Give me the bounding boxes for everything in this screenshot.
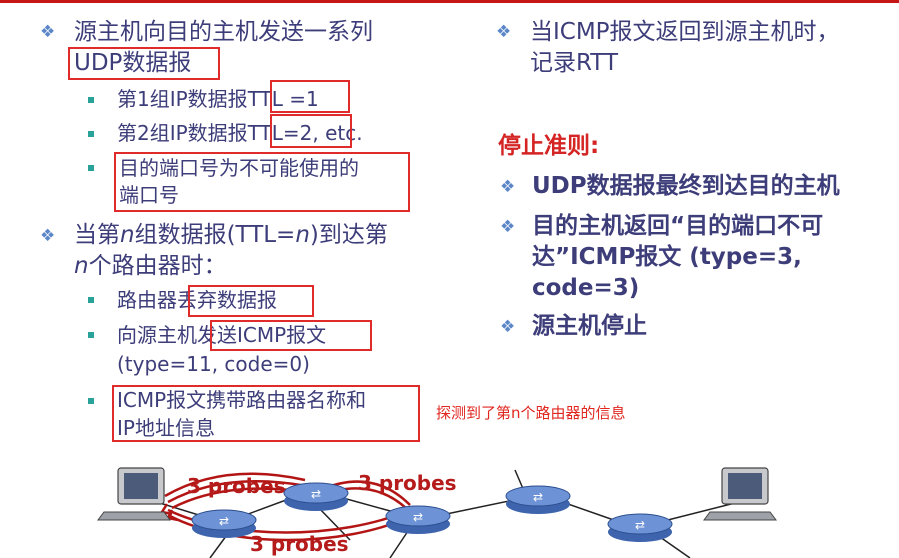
top-accent-line	[0, 0, 899, 3]
stop-udp-arrives: UDP数据报最终到达目的主机	[532, 173, 840, 199]
diamond-bullet-icon: ❖	[500, 177, 516, 197]
router-icon: ⇄	[283, 482, 349, 511]
sub-discard-value: 丢弃数据报	[177, 288, 277, 312]
stop-port-unreachable-line1: 目的主机返回“目的端口不可	[532, 213, 824, 239]
sub-icmp-info-line1: ICMP报文携带路由器名称和	[117, 388, 367, 412]
square-bullet-icon	[88, 97, 94, 103]
square-bullet-icon	[88, 165, 94, 171]
router-icon: ⇄	[191, 509, 257, 538]
diamond-bullet-icon: ❖	[40, 226, 56, 246]
svg-text:⇄: ⇄	[533, 490, 543, 504]
sub-port-line1: 目的端口号为不可能使用的	[119, 156, 359, 180]
stop-criteria-title: 停止准则:	[498, 133, 600, 159]
sub-icmp-info-line2: IP地址信息	[117, 416, 215, 440]
stop-source-stops: 源主机停止	[532, 313, 647, 339]
highlight-box-ttl2	[270, 114, 352, 148]
svg-text:⇄: ⇄	[311, 487, 321, 501]
text-fragment: 组数据报(TTL=	[134, 222, 296, 248]
router-icon: ⇄	[385, 505, 451, 534]
svg-text:⇄: ⇄	[635, 518, 645, 532]
text-n: n	[120, 222, 135, 248]
bullet-send-udp-line1: 源主机向目的主机发送一系列	[74, 19, 373, 45]
sub-port-line2: 端口号	[119, 183, 179, 207]
bullet-nth-router-line2: n个路由器时：	[74, 251, 227, 282]
probe-label-1: 3 probes	[187, 474, 286, 498]
sub-ttl1-value: TTL =1	[247, 87, 319, 111]
diamond-bullet-icon: ❖	[496, 22, 512, 42]
sub-ttl1-prefix: 第1组IP数据报	[117, 87, 248, 111]
diamond-bullet-icon: ❖	[500, 317, 516, 337]
sub-ttl1: 第1组IP数据报TTL =1	[117, 86, 319, 113]
diamond-bullet-icon: ❖	[40, 22, 56, 42]
svg-text:⇄: ⇄	[413, 510, 423, 524]
probe-label-2: 3 probes	[358, 471, 457, 495]
bullet-nth-router-line1: 当第n组数据报(TTL=n)到达第	[74, 220, 388, 251]
sub-discard-prefix: 路由器	[117, 288, 177, 312]
sub-send-icmp: 向源主机发送ICMP报文	[117, 322, 326, 349]
highlight-box-ttl1	[270, 80, 350, 113]
highlight-box-discard	[188, 285, 314, 317]
text-n: n	[74, 253, 89, 279]
highlight-box-udp	[68, 47, 220, 80]
sub-ttl2-value: TTL=2	[247, 121, 313, 145]
text-n: n	[295, 222, 310, 248]
sub-discard: 路由器丢弃数据报	[117, 287, 277, 314]
text-fragment: 个路由器时：	[88, 253, 227, 279]
sub-send-icmp-prefix: 向源主机	[117, 323, 197, 347]
probe-label-3: 3 probes	[250, 532, 349, 556]
diamond-bullet-icon: ❖	[500, 217, 516, 237]
text-fragment: 当第	[74, 222, 120, 248]
stop-port-unreachable-line2: 达”ICMP报文 (type=3,	[532, 244, 802, 270]
annotation-nth-router: 探测到了第n个路由器的信息	[436, 404, 626, 422]
router-icon: ⇄	[505, 485, 571, 514]
svg-text:⇄: ⇄	[219, 514, 229, 528]
sub-ttl2-suffix: , etc.	[312, 121, 363, 145]
highlight-box-icmp-info	[112, 385, 420, 442]
bullet-rtt-line2: 记录RTT	[530, 50, 619, 76]
bullet-rtt-line1: 当ICMP报文返回到源主机时，	[530, 19, 840, 45]
sub-send-icmp-line2: (type=11, code=0)	[117, 352, 310, 376]
highlight-box-icmp	[210, 320, 372, 351]
router-icon: ⇄	[607, 513, 673, 542]
sub-send-icmp-value: 发送ICMP报文	[197, 323, 327, 347]
source-host-icon	[97, 467, 171, 521]
square-bullet-icon	[88, 398, 94, 404]
square-bullet-icon	[88, 131, 94, 137]
text-fragment: )到达第	[309, 222, 388, 248]
bullet-send-udp-line2: UDP数据报	[74, 50, 192, 76]
stop-port-unreachable-line3: code=3)	[532, 275, 640, 301]
square-bullet-icon	[88, 297, 94, 303]
square-bullet-icon	[88, 332, 94, 338]
sub-ttl2-prefix: 第2组IP数据报	[117, 121, 248, 145]
highlight-box-port	[114, 152, 410, 212]
sub-ttl2: 第2组IP数据报TTL=2, etc.	[117, 120, 363, 147]
destination-host-icon	[703, 467, 777, 521]
